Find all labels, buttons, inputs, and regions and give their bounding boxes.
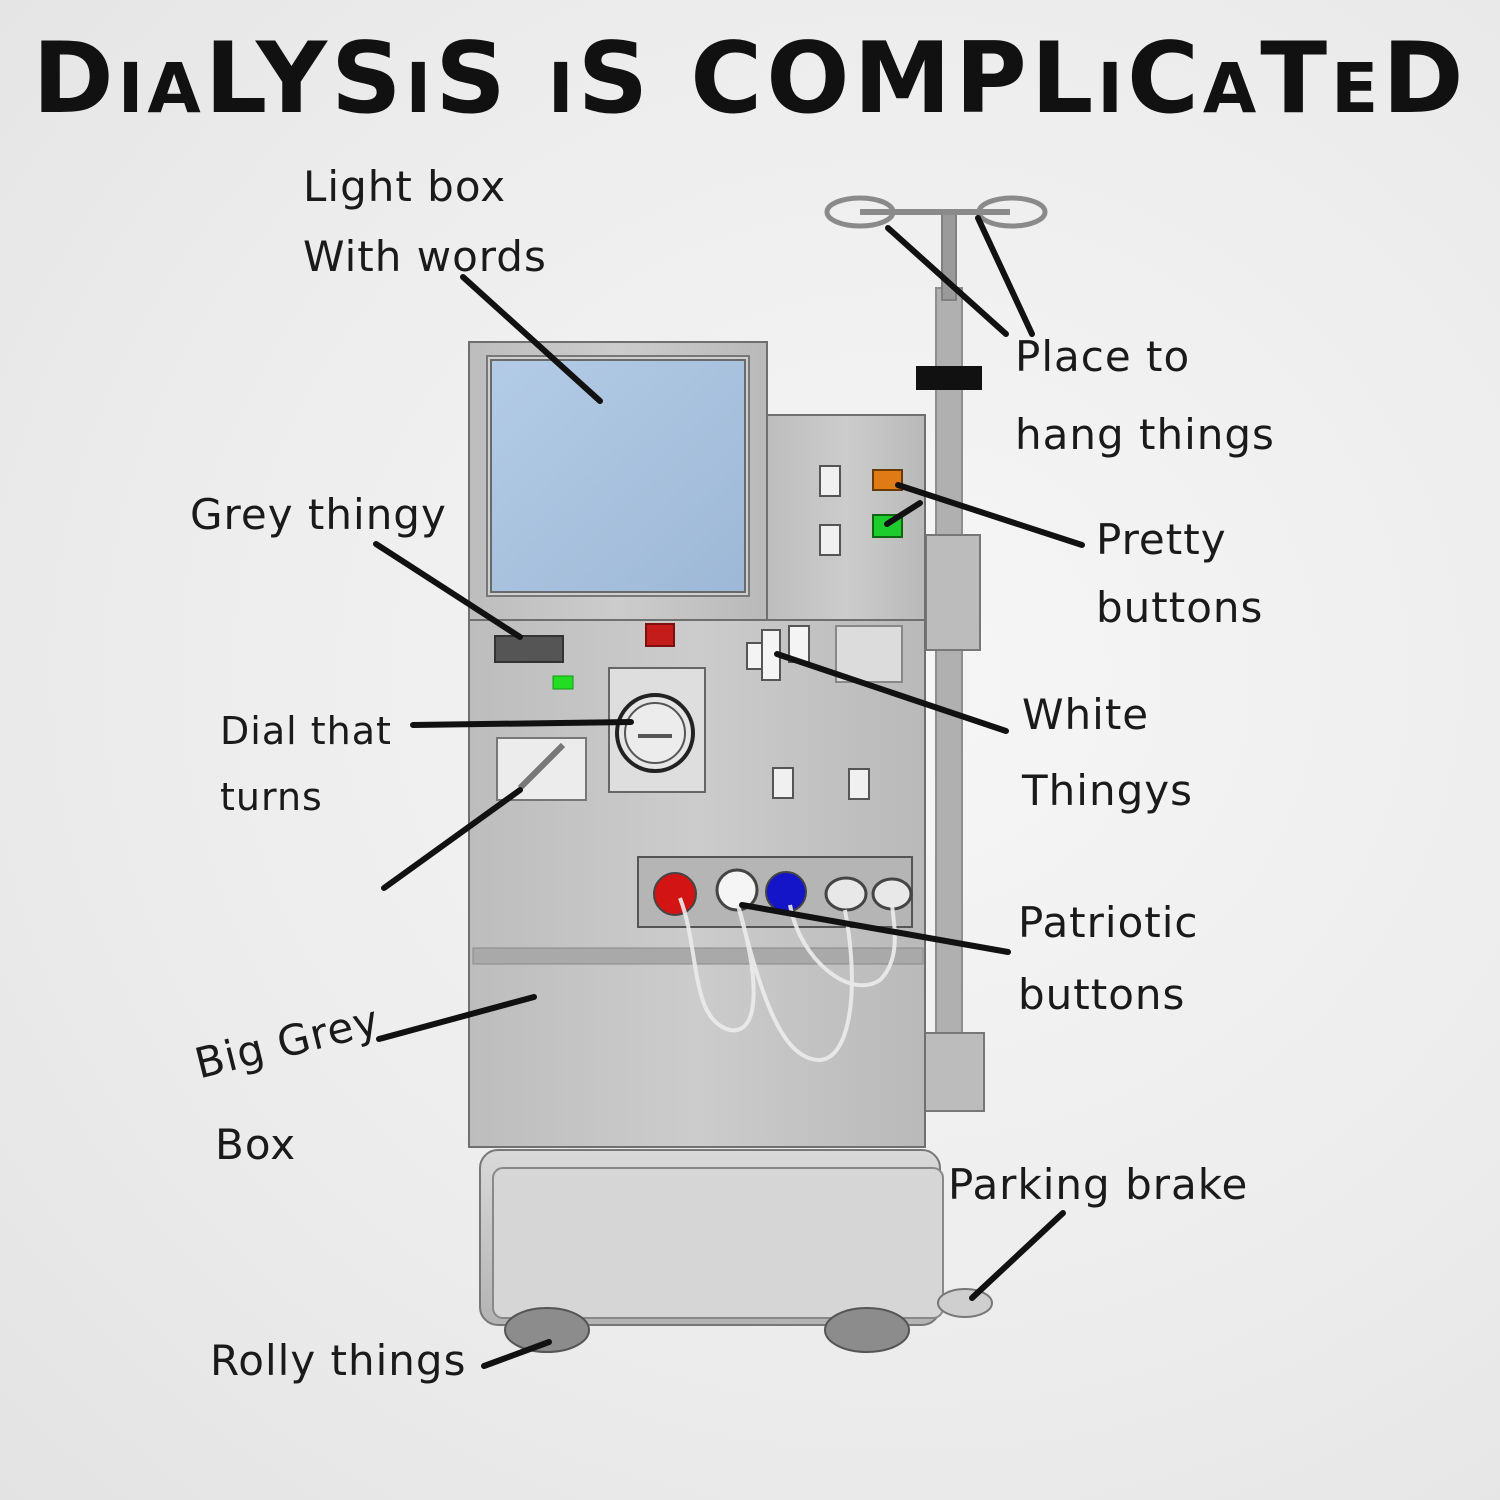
label-white-thingys-line2: Thingys — [1022, 766, 1193, 815]
light-box-screen — [486, 355, 750, 597]
label-light-box-line1: Light box — [303, 162, 507, 211]
label-big-grey-box-line2: Box — [215, 1120, 297, 1169]
label-rolly-things: Rolly things — [210, 1336, 467, 1385]
dial-knob — [608, 667, 706, 793]
pointer-pretty-1 — [895, 482, 1085, 548]
label-pretty-buttons-line1: Pretty — [1096, 515, 1227, 564]
pretty-button-orange — [872, 469, 903, 491]
small-switches — [772, 465, 870, 800]
hanging-hooks — [824, 195, 1048, 229]
label-dial-line2: turns — [220, 775, 323, 819]
patriotic-buttons — [637, 856, 913, 928]
label-dial-line1: Dial that — [220, 709, 392, 753]
pointer-dial — [410, 719, 634, 728]
label-place-to-hang-line2: hang things — [1015, 410, 1275, 459]
pointer-gauge — [381, 787, 523, 891]
label-patriotic-buttons-line1: Patriotic — [1018, 898, 1199, 947]
pointer-brake — [969, 1210, 1066, 1301]
label-place-to-hang-line1: Place to — [1015, 332, 1191, 381]
pointer-hooks-2 — [975, 215, 1035, 337]
pointer-hooks-1 — [885, 225, 1009, 337]
pointer-light-box — [460, 274, 603, 404]
label-white-thingys-line1: White — [1022, 690, 1150, 739]
machine-base — [479, 1149, 944, 1326]
pointer-patriotic — [739, 902, 1011, 955]
pointer-pretty-2 — [884, 500, 923, 527]
green-indicator — [552, 675, 574, 690]
label-parking-brake: Parking brake — [948, 1160, 1249, 1209]
parking-brake-pedal — [937, 1288, 993, 1318]
label-light-box-line2: With words — [303, 232, 547, 281]
pointer-grey-thingy — [373, 541, 523, 640]
grey-thingy — [494, 635, 564, 663]
red-indicator — [645, 623, 675, 647]
white-thingys — [746, 625, 903, 683]
rolly-wheels — [504, 1307, 910, 1353]
pointer-white — [774, 651, 1009, 734]
page-title: DiaLYSiS iS COMPLiCaTeD — [32, 22, 1468, 136]
label-pretty-buttons-line2: buttons — [1096, 583, 1264, 632]
iv-pole — [916, 209, 985, 1112]
label-grey-thingy: Grey thingy — [190, 490, 447, 539]
label-patriotic-buttons-line2: buttons — [1018, 970, 1186, 1019]
pointer-lines — [373, 215, 1085, 1369]
pointer-big-grey-box — [376, 994, 537, 1042]
gauge-window — [496, 737, 587, 801]
pointer-rolly — [481, 1339, 552, 1369]
